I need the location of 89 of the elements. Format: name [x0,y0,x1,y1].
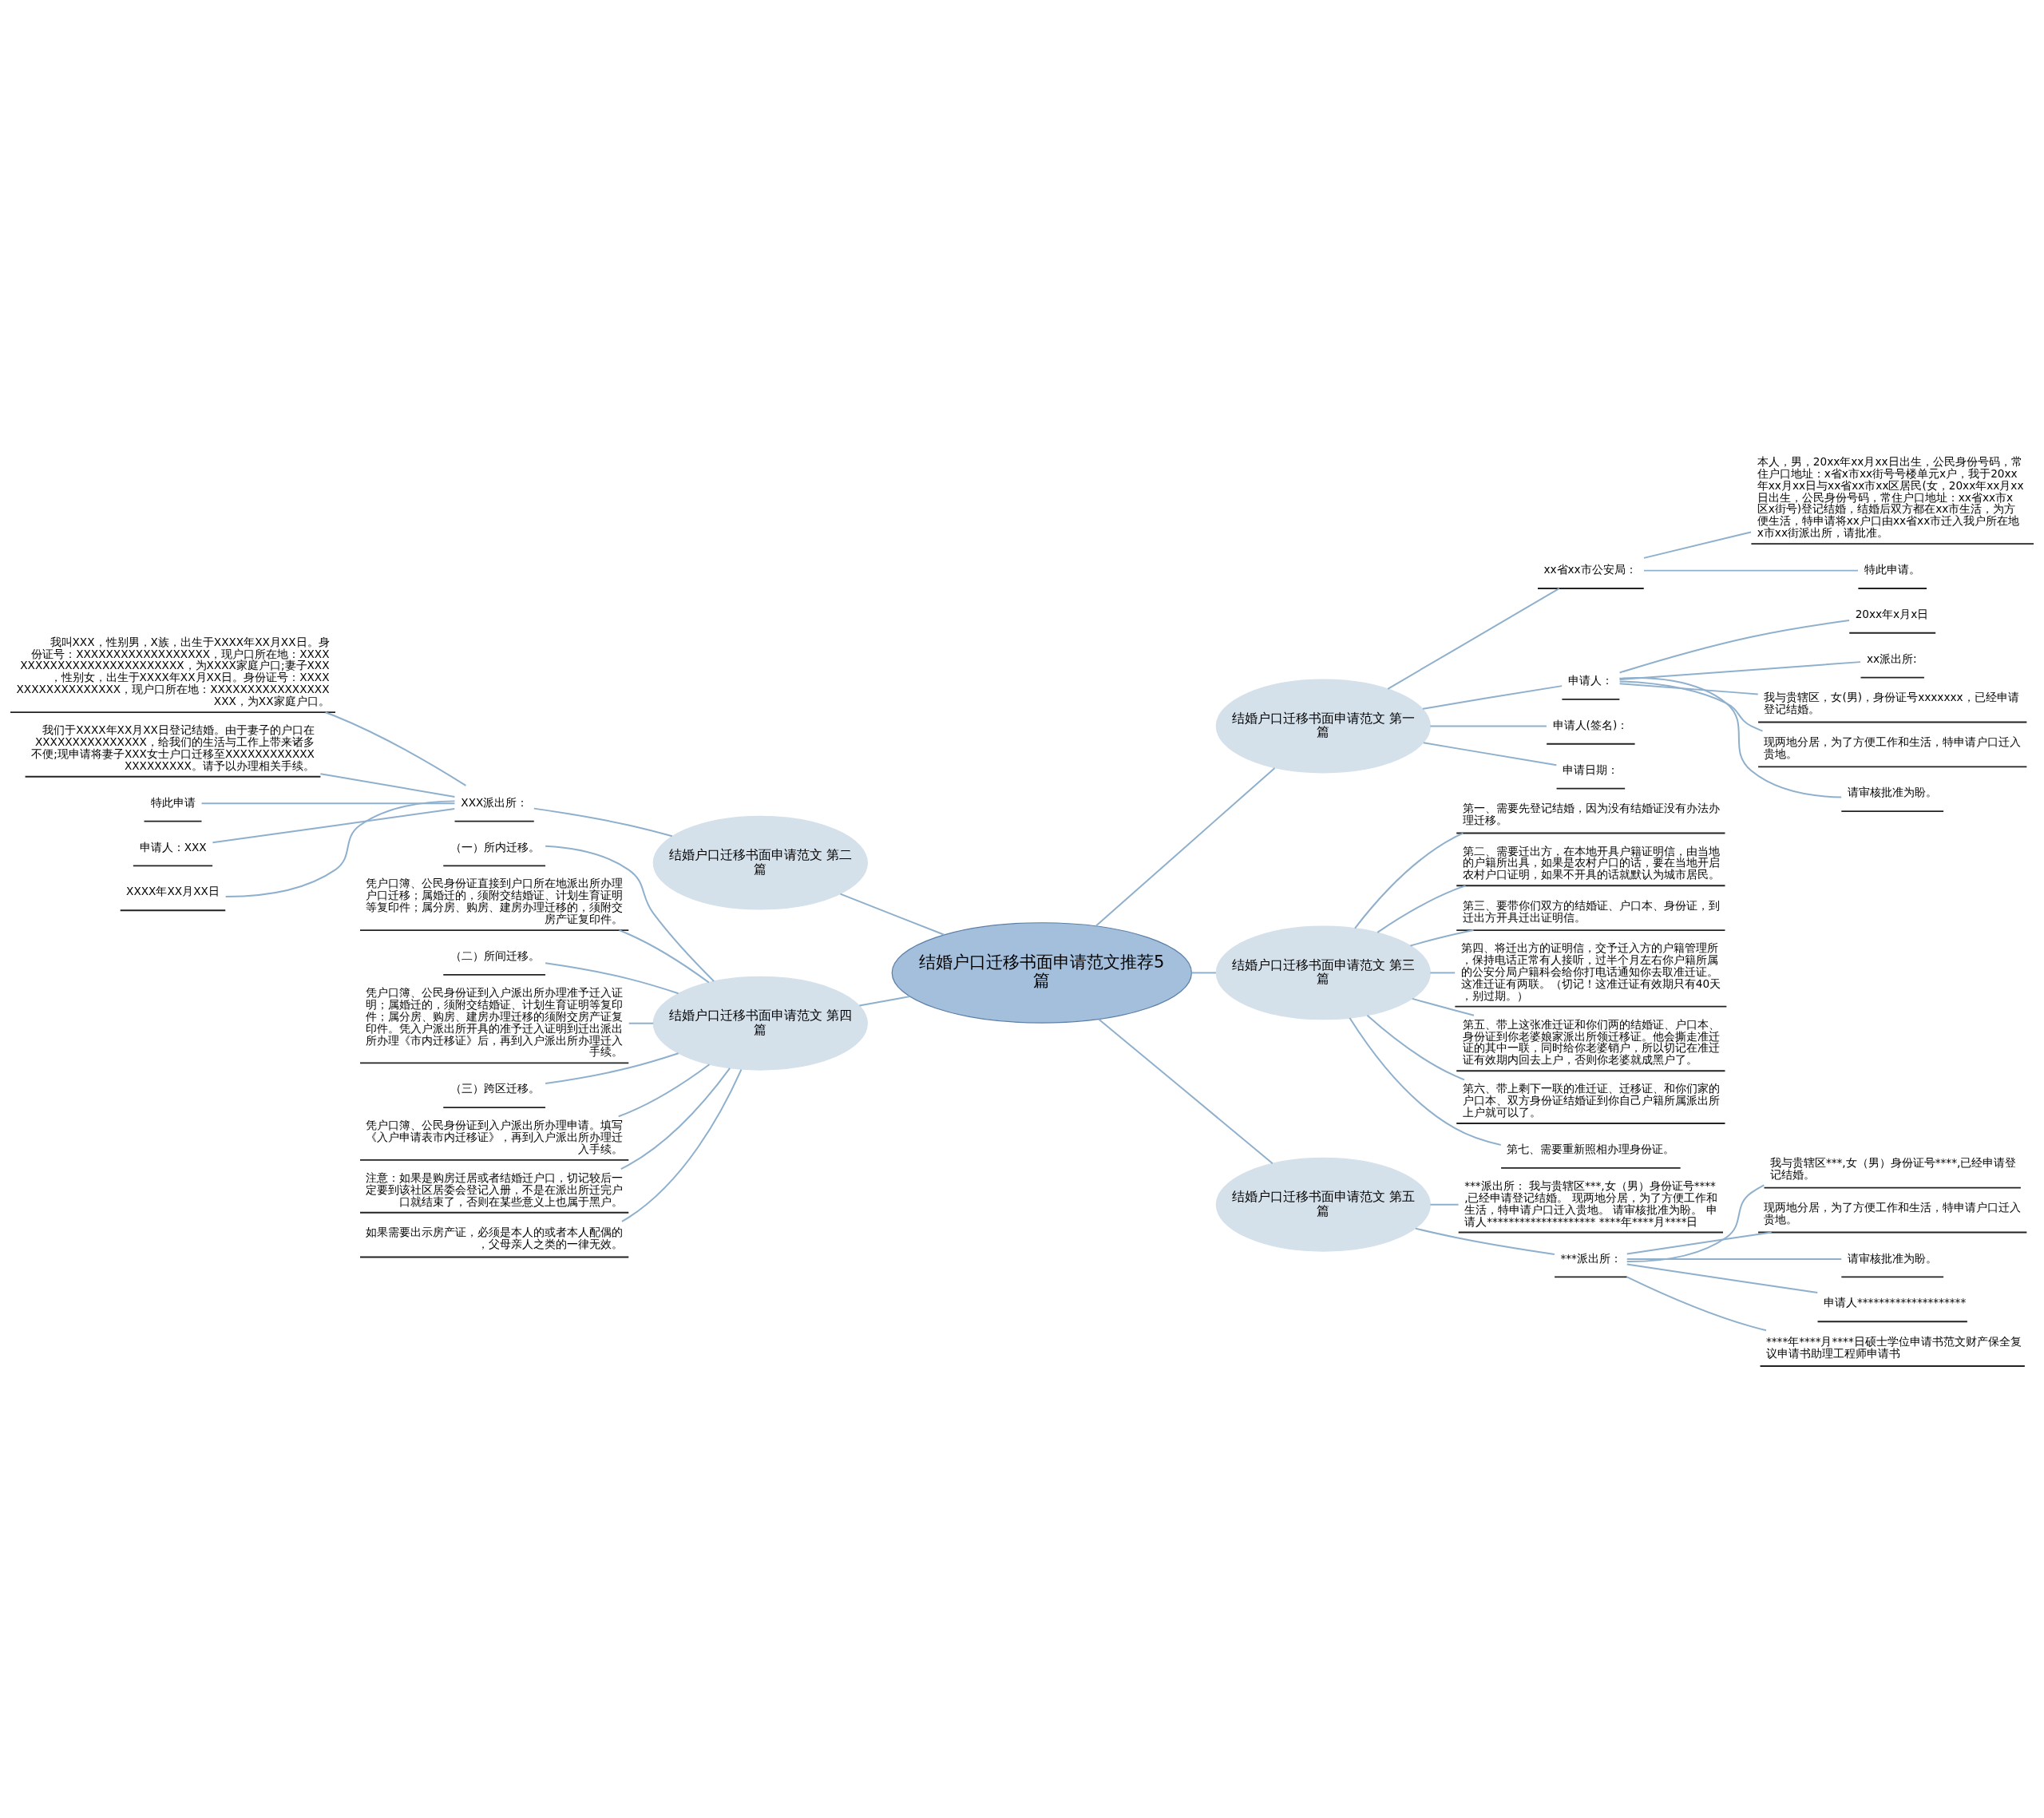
connector [628,1022,655,1024]
node-text: xx派出所: [1866,652,1917,665]
node-text: 申请人： [1567,673,1613,687]
connector [1411,997,1475,1016]
node-text: 第四、将迁出方的证明信，交予迁入方的户籍管理所，保持电话正常有人接听，过半个月左右你户籍所属的公安分局户籍科会给你打电话通知你去取准迁证。这准迁证有两联。（切记！这准迁证有效期只有40天，别过期。） [1460,941,1721,1002]
connector [545,1052,679,1084]
node-text: 注意：如果是购房迁居或者结婚迁户口，切记较后一定要到该社区居委会登记入册，不是在派出所迁完户口就结束了，否则在某些意义上也属于黑户。 [365,1170,623,1208]
node-text: 第三、要带你们双方的结婚证、户口本、身份证，到迁出方开具迁出证明信。 [1462,898,1720,924]
connector [212,807,456,843]
connector [324,711,467,786]
connector [1618,660,1861,680]
node-text: 凭户口簿、公民身份证直接到户口所在地派出所办理户口迁移；属婚迁的，须附交结婚证、计划生育证明等复印件；属分房、购房、建房办理迁移的，须附交房产证复印件。 [365,876,623,925]
connector [1349,1016,1502,1146]
connector [620,1068,743,1222]
connector [1190,971,1217,973]
connector [858,995,911,1006]
node-ellipse: 结婚户口迁移书面申请范文 第四篇 [652,976,868,1071]
node-text: 特此申请。 [1864,562,1920,576]
connector [1421,684,1563,710]
connector [319,772,456,798]
connector [1626,1258,1843,1260]
connector [1422,741,1558,766]
connector [545,845,715,982]
node-ellipse: 结婚户口迁移书面申请范文推荐5篇 [891,921,1192,1024]
connector [1618,682,1759,695]
connector [1387,587,1560,690]
connector [1642,569,1859,572]
node-text: 凭户口簿、公民身份证到入户派出所办理准予迁入证明；属婚迁的，须附交结婚证、计划生育证明等复印件；属分房、购房、建房办理迁移的须附交房产证复印件。凭入户派出所开具的准予迁入证明到迁出派出所办理《市内迁移证》后，再到入户派出所办理迁入手续。 [365,985,623,1058]
node-text: （二）所间迁移。 [450,949,540,962]
node-text: 如果需要出示房产证，必须是本人的或者本人配偶的，父母亲人之类的一律无效。 [365,1225,623,1250]
node-text: 凭户口簿、公民身份证到入户派出所办理申请。填写《入户申请表市内迁移证》，再到入户派出所办理迁入手续。 [365,1118,623,1155]
connector [1366,1014,1465,1080]
node-text: 本人，男，20xx年xx月xx日出生，公民身份号码，常住户口地址：x省x市xx街号号楼单元x户，我于20xx年xx月xx日与xx省xx市xx区居民(女，20xx年xx月xx日出生，公民身份号码，常住户口地址：xx省xx市x区x街号)登记结婚，结婚后双方都在xx市生活，为方便生活，特申请将xx户口由xx省xx市迁入我户所在地x市xx街派出所，请批准。 [1757,454,2024,539]
connector [1429,724,1547,727]
node-text: 第一、需要先登记结婚，因为没有结婚证没有办法办理迁移。 [1462,801,1720,826]
node-text: 我与贵辖区***,女（男）身份证号****,已经申请登记结婚。 [1769,1155,2017,1181]
connector [1642,531,1753,559]
node-text: 第二、需要迁出方，在本地开具户籍证明信，由当地的户籍所出具，如果是农村户口的话，要在当地开启农村户口证明，如果不开具的话就默认为城市居民。 [1462,844,1720,881]
node-text: XXX派出所： [461,795,529,809]
node-text: 我与贵辖区，女(男)，身份证号xxxxxxx，已经申请登记结婚。 [1764,690,2019,715]
node-text: 第七、需要重新照相办理身份证。 [1507,1142,1675,1155]
node-text: 特此申请 [151,795,196,809]
node-text: 现两地分居，为了方便工作和生活，特申请户口迁入贵地。 [1764,735,2022,760]
connector [1626,1263,1819,1293]
connector [1429,1203,1460,1206]
connector [1626,1231,1773,1254]
node-text: 请审核批准为盼。 [1847,1251,1937,1264]
node-text: （一）所内迁移。 [450,840,540,854]
connector [618,929,710,983]
node-ellipse: 结婚户口迁移书面申请范文 第二篇 [652,815,868,910]
connector [545,961,679,994]
node-text: xx省xx市公安局： [1543,562,1637,576]
node-text: 20xx年x月x日 [1855,607,1929,620]
node-text: （三）跨区迁移。 [450,1081,540,1095]
connector [1618,676,1843,798]
connector [1618,619,1850,673]
connector [1354,832,1464,929]
node-text: 申请日期： [1562,762,1618,776]
connector [533,807,673,837]
connector [1429,971,1456,973]
node-text: 我们于XXXX年XX月XX日登记结婚。由于妻子的户口在XXXXXXXXXXXXXXX，给我们的生活与工作上带来诸多不便;现申请将妻子XXX女士户口迁移至XXXXXXXXXXXXXXXXXXXXX。请予以办理相关手续。 [31,723,315,772]
connector [224,799,456,897]
connector [1626,1183,1765,1262]
connector [1377,884,1467,933]
connector [1098,1017,1274,1164]
node-text: 申请人******************** [1823,1295,1967,1309]
node-text: ****年****月****日硕士学位申请书范文财产保全复议申请书助理工程师申请书 [1765,1334,2022,1360]
node-text: 第五、带上这张准迁证和你们两的结婚证、户口本、身份证到你老婆娘家派出所领迁移证。他会撕走准迁证的其中一联，同时给你老婆销户，所以切记在准迁证有效期内回去上户，否则你老婆就成黑户了。 [1462,1017,1720,1066]
connector [1618,680,1764,732]
connector [1095,766,1276,927]
node-text: 现两地分居，为了方便工作和生活，特申请户口迁入贵地。 [1764,1200,2022,1226]
connector [620,1067,731,1170]
node-text: ***派出所： [1560,1251,1622,1264]
connector [617,1063,711,1117]
node-text: XXXX年XX月XX日 [126,884,220,897]
connector [200,802,456,804]
connector [1409,929,1475,946]
connector [1414,1227,1555,1255]
node-text: ***派出所： 我与贵辖区***,女（男）身份证号****,已经申请登记结婚。 现两地分居，为了方便工作和生活，特申请户口迁入贵地。 请审核批准为盼。 申请人******************** ****年****月****日 [1464,1178,1717,1228]
node-text: 第六、带上剩下一联的准迁证、迁移证、和你们家的户口本、双方身份证结婚证到你自己户籍所属派出所上户就可以了。 [1462,1081,1720,1119]
node-text: 申请人：XXX [139,840,207,854]
node-text: 申请人(签名)： [1552,718,1629,731]
node-ellipse: 结婚户口迁移书面申请范文 第三篇 [1215,925,1431,1020]
connector [839,893,945,936]
node-text: 请审核批准为盼。 [1847,785,1937,798]
node-text: 我叫XXX，性别男，X族，出生于XXXX年XX月XX日。身份证号：XXXXXXXXXXXXXXXXXX，现户口所在地：XXXXXXXXXXXXXXXXXXXXXXXXXX，为XXXX家庭户口;妻子XXX，性别女，出生于XXXX年XX月XX日。身份证号：XXXXXXXXXXXXXXXXXX，现户口所在地：XXXXXXXXXXXXXXXXXXX，为XX家庭户口。 [16,635,330,707]
connector [1626,1275,1767,1331]
node-ellipse: 结婚户口迁移书面申请范文 第一篇 [1215,679,1431,773]
node-ellipse: 结婚户口迁移书面申请范文 第五篇 [1215,1157,1431,1252]
